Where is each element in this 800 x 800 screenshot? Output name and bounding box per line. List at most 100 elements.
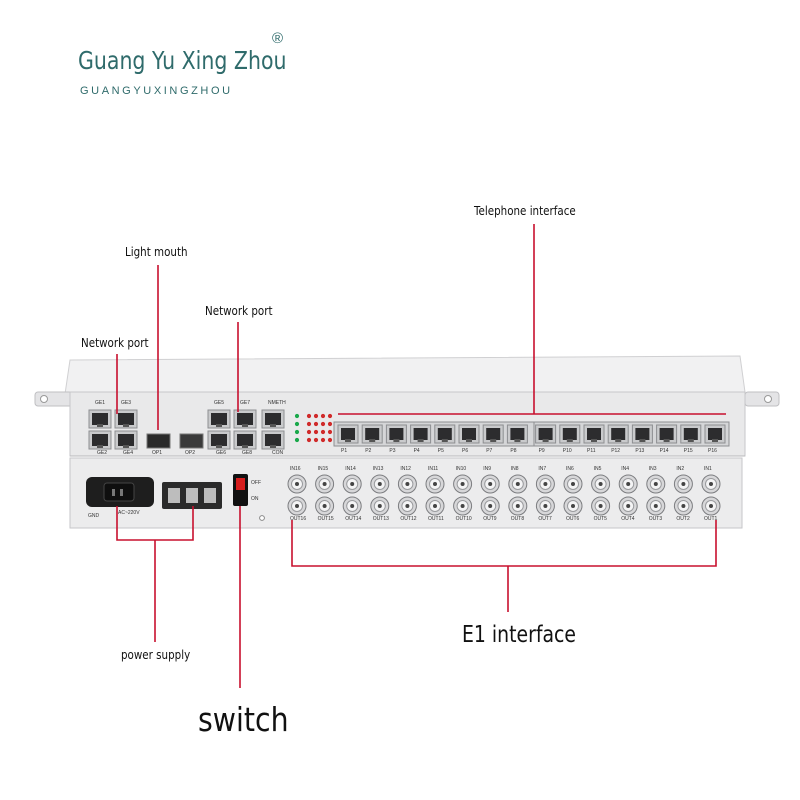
status-led-red <box>306 437 312 443</box>
rj45-port-clip <box>490 439 497 442</box>
rj45-port-clip <box>270 445 276 448</box>
port-label-op2: OP2 <box>185 450 196 456</box>
telephone-port-block <box>333 421 730 447</box>
e1-port-label: IN15 <box>317 466 329 472</box>
e1-port-label: OUT1 <box>704 516 718 522</box>
bnc-in-connector-pin <box>626 482 631 486</box>
bnc-in-connector-pin <box>322 482 327 486</box>
e1-port-label: OUT2 <box>676 516 690 522</box>
status-led-green <box>294 437 300 443</box>
rj45-port-opening <box>211 434 227 446</box>
power-rating-label: AC~220V <box>118 510 140 516</box>
bnc-out-connector-pin <box>626 504 631 508</box>
telephone-port-label: P9 <box>538 448 545 454</box>
bnc-out-connector-pin <box>350 504 355 508</box>
bnc-in-connector-pin <box>460 482 465 486</box>
rj45-port-clip <box>566 439 573 442</box>
rj45-port-opening <box>118 434 134 446</box>
bnc-in-connector-pin <box>543 482 548 486</box>
telephone-port-label: P6 <box>462 448 469 454</box>
e1-port-label: IN14 <box>345 466 356 472</box>
switch-label-on: ON <box>251 496 259 502</box>
e1-port-label: OUT5 <box>593 516 607 522</box>
rack-ear-hole <box>40 395 48 403</box>
e1-port-label: IN6 <box>566 466 574 472</box>
bnc-out-connector-pin <box>460 504 465 508</box>
e1-port-label: IN3 <box>648 466 657 472</box>
status-led-green <box>294 429 300 435</box>
rj45-port-opening <box>659 428 674 440</box>
rj45-port-clip <box>369 439 376 442</box>
status-led-red <box>327 421 333 427</box>
rj45-port-opening <box>237 434 253 446</box>
bnc-out-connector-pin <box>322 504 327 508</box>
callout-network-port-left: Network port <box>81 336 149 350</box>
telephone-port-label: P8 <box>510 448 517 454</box>
telephone-port-label: P3 <box>389 448 396 454</box>
rj45-port-opening <box>265 413 281 425</box>
rj45-port-clip <box>123 445 129 448</box>
rj45-port-opening <box>118 413 134 425</box>
e1-port-label: OUT13 <box>372 516 389 522</box>
rj45-port-clip <box>97 445 103 448</box>
terminal-screw <box>204 488 216 503</box>
rj45-port-opening <box>683 428 698 440</box>
port-label-ge6: GE6 <box>216 450 227 456</box>
e1-port-label: OUT8 <box>510 516 525 522</box>
bnc-out-connector-pin <box>653 504 658 508</box>
registered-mark: ® <box>272 30 284 47</box>
terminal-screw <box>168 488 180 503</box>
sfp-port-op2 <box>179 433 204 449</box>
bnc-out-connector-pin <box>295 504 299 508</box>
bnc-out-connector-pin <box>709 504 713 508</box>
bnc-out-connector-pin <box>377 504 382 508</box>
port-label-ge1: GE1 <box>95 400 106 406</box>
rj45-port-opening <box>587 428 601 440</box>
rj45-port-clip <box>466 439 472 442</box>
rj45-port-opening <box>265 434 281 446</box>
rj45-port-opening <box>92 434 108 446</box>
rj45-port-opening <box>538 428 553 440</box>
status-led-red <box>320 429 326 435</box>
status-led-red <box>327 413 333 419</box>
telephone-port-label: P11 <box>587 448 596 454</box>
power-pin <box>112 489 115 496</box>
rj45-port-clip <box>591 439 597 442</box>
terminal-screw <box>186 488 198 503</box>
port-label-nmeth: NMETH <box>268 400 286 406</box>
e1-port-label: IN4 <box>621 466 629 472</box>
rj45-port-clip <box>712 439 718 442</box>
rj45-port-clip <box>514 439 521 442</box>
rj45-port-clip <box>242 424 248 427</box>
e1-port-label: OUT7 <box>538 516 552 522</box>
rj45-port-opening <box>611 428 626 440</box>
port-label-op1: OP1 <box>152 450 163 456</box>
rj45-port-clip <box>687 439 694 442</box>
telephone-port-label: P7 <box>486 448 493 454</box>
bnc-in-connector-pin <box>571 482 575 486</box>
e1-port-label: OUT9 <box>483 516 497 522</box>
telephone-port-label: P10 <box>562 448 572 454</box>
status-led-green <box>294 413 300 419</box>
e1-port-label: OUT10 <box>455 516 472 522</box>
e1-port-label: IN5 <box>593 466 602 472</box>
bnc-out-connector-pin <box>488 504 493 508</box>
bnc-out-connector-pin <box>598 504 603 508</box>
telephone-port-label: P5 <box>437 448 444 454</box>
power-switch-rocker[interactable] <box>236 478 245 490</box>
telephone-port-label: P13 <box>635 448 645 454</box>
rj45-port-opening <box>708 428 722 440</box>
callout-e1-interface: E1 interface <box>462 622 577 648</box>
e1-port-label: IN16 <box>290 466 301 472</box>
rj45-port-clip <box>639 439 646 442</box>
bnc-out-connector-pin <box>433 504 437 508</box>
bnc-in-connector-pin <box>653 482 658 486</box>
brand-subtitle: GUANGYUXINGZHOU <box>80 85 233 97</box>
status-led-red <box>320 437 326 443</box>
rj45-port-clip <box>417 439 424 442</box>
callout-light-mouth: Light mouth <box>125 245 188 259</box>
rj45-port-clip <box>615 439 622 442</box>
bnc-connectors <box>287 474 721 516</box>
bnc-out-connector-pin <box>405 504 410 508</box>
bnc-in-connector-pin <box>681 482 686 486</box>
